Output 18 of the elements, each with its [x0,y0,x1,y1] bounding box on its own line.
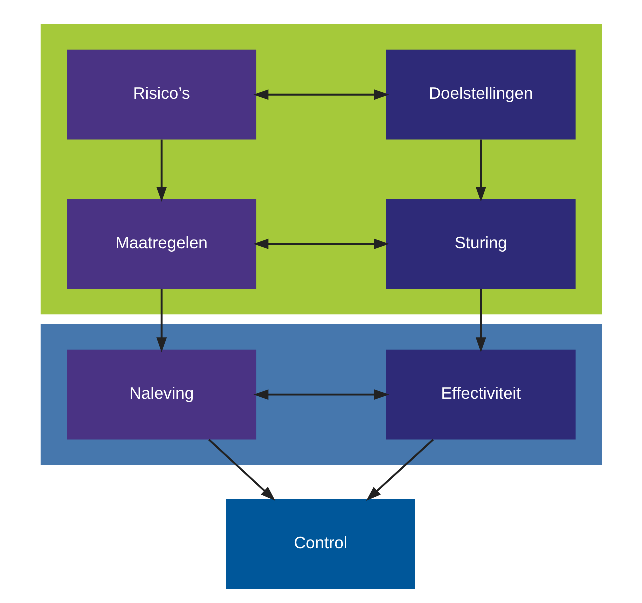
node-box: Risico’s [66,50,256,140]
node-box: Sturing [386,199,576,290]
cluster [40,24,602,315]
arrow [208,439,276,502]
arrow [253,238,389,250]
node-box: Maatregelen [66,199,256,290]
node-box: Control [226,499,415,590]
arrow [475,289,486,353]
cluster [40,324,602,466]
node-box: Naleving [66,350,256,440]
arrow [366,439,434,502]
arrow [156,140,167,202]
arrow [253,390,389,400]
node-box: Effectiviteit [386,350,576,440]
arrow [253,90,389,100]
arrow [156,289,167,353]
arrow [475,140,486,202]
node-box: Doelstellingen [386,50,576,140]
